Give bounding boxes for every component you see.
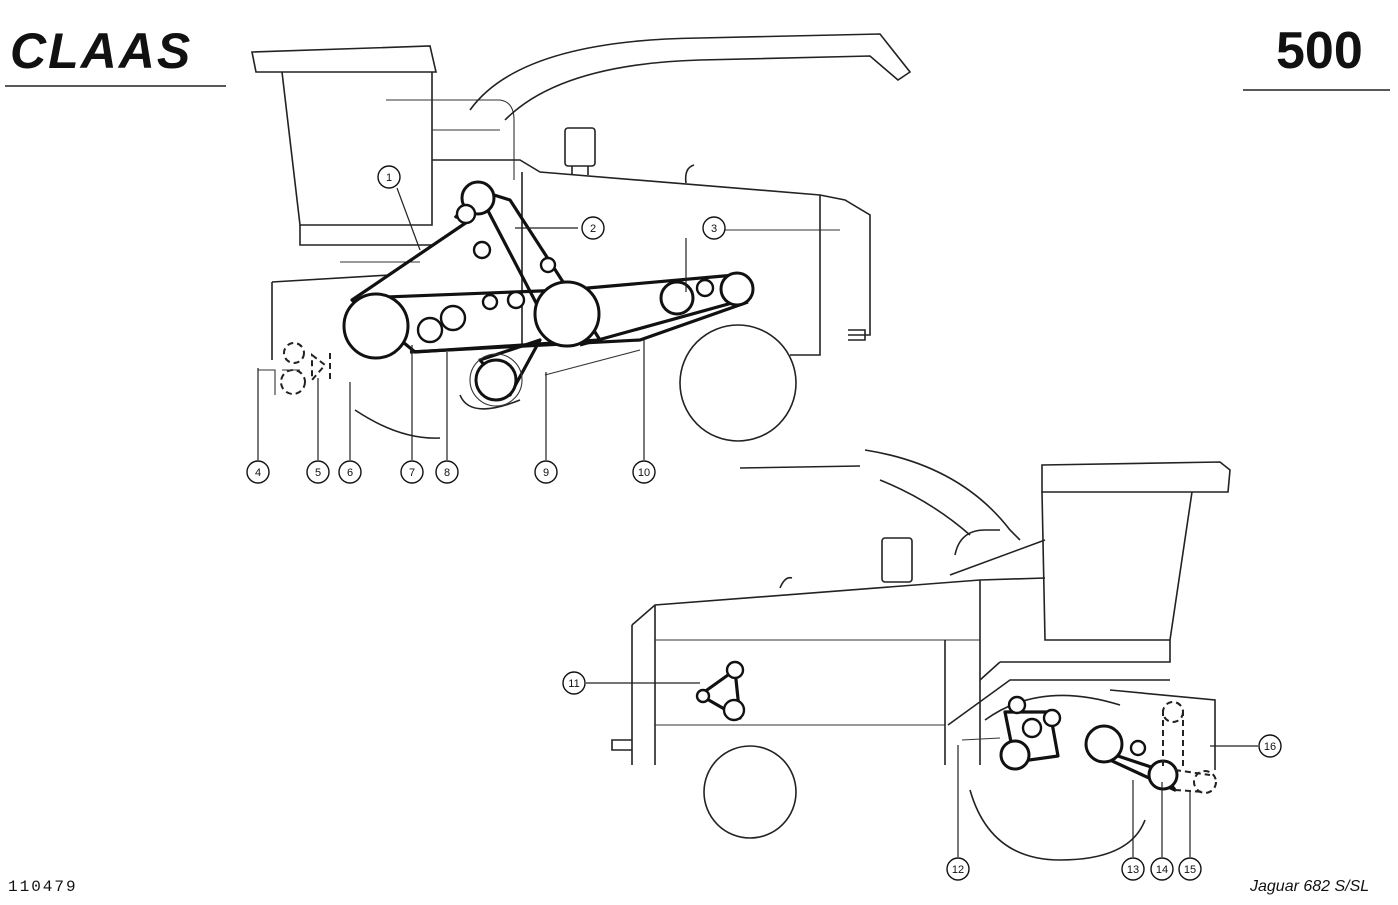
model-name: Jaguar 682 S/SL	[1249, 878, 1369, 895]
lower-belt-drives	[695, 660, 1217, 794]
callout-10: 10	[632, 460, 656, 484]
callout-number: 4	[255, 467, 261, 479]
callout-number: 7	[409, 467, 415, 479]
callout-number: 11	[568, 678, 579, 690]
callout-4: 4	[246, 460, 270, 484]
callout-1: 1	[377, 165, 401, 189]
callout-number: 8	[444, 467, 450, 479]
callout-2: 2	[581, 216, 605, 240]
page-number: 500	[1276, 22, 1363, 80]
upper-machine-outline	[251, 33, 912, 442]
callout-number: 14	[1156, 864, 1168, 876]
callout-circle	[1150, 857, 1174, 881]
callout-circle	[632, 460, 656, 484]
callout-number: 2	[590, 223, 596, 235]
callout-5: 5	[306, 460, 330, 484]
callout-number: 3	[711, 223, 717, 235]
callout-circle	[1258, 734, 1282, 758]
callout-circle	[562, 671, 586, 695]
callout-circle	[400, 460, 424, 484]
upper-belt-drives	[258, 180, 755, 407]
figure-id: 110479	[8, 878, 78, 896]
callout-number: 5	[315, 467, 321, 479]
pulley-large-left	[342, 292, 410, 360]
callout-13: 13	[1121, 857, 1145, 881]
callout-number: 10	[638, 467, 650, 479]
callout-circle	[1121, 857, 1145, 881]
callout-number: 1	[386, 172, 392, 184]
callout-3: 3	[702, 216, 726, 240]
callout-circle	[377, 165, 401, 189]
callout-number: 6	[347, 467, 353, 479]
callout-16: 16	[1258, 734, 1282, 758]
callout-circle	[946, 857, 970, 881]
callout-leaders	[257, 187, 1258, 857]
callout-circle	[246, 460, 270, 484]
callout-15: 15	[1178, 857, 1202, 881]
callout-8: 8	[435, 460, 459, 484]
callout-number: 15	[1184, 864, 1196, 876]
callout-9: 9	[534, 460, 558, 484]
callout-circle	[534, 460, 558, 484]
callout-11: 11	[562, 671, 586, 695]
callout-number: 13	[1127, 864, 1139, 876]
callout-12: 12	[946, 857, 970, 881]
callout-number: 9	[543, 467, 549, 479]
callout-circle	[1178, 857, 1202, 881]
callout-circle	[435, 460, 459, 484]
callout-7: 7	[400, 460, 424, 484]
callout-circle	[702, 216, 726, 240]
callout-number: 16	[1264, 741, 1276, 753]
callout-circle	[581, 216, 605, 240]
callout-6: 6	[338, 460, 362, 484]
callout-14: 14	[1150, 857, 1174, 881]
callout-circle	[306, 460, 330, 484]
callout-circle	[338, 460, 362, 484]
pulley-large-right	[533, 280, 601, 348]
brand-logo: CLAAS	[10, 23, 192, 79]
callout-number: 12	[952, 864, 964, 876]
lower-machine-outline	[611, 449, 1231, 861]
